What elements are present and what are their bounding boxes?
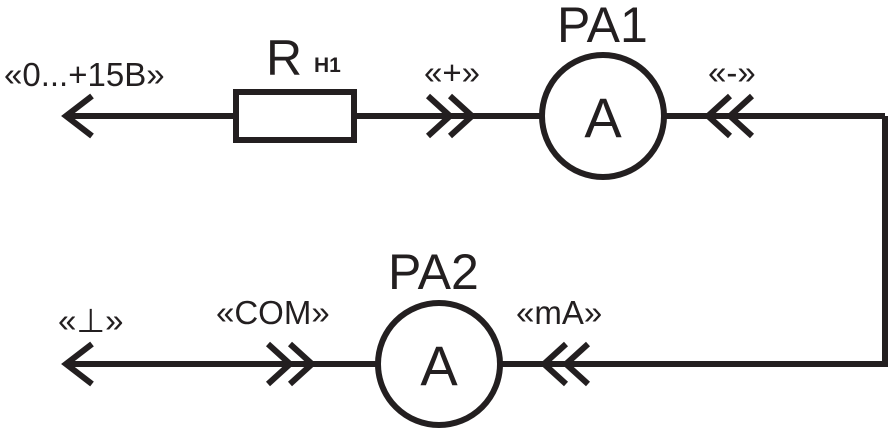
wire-right-loop [700,116,888,367]
resistor-rn1 [233,89,357,143]
label-pa2-symbol: A [420,334,458,397]
connector-com-inner [287,341,317,387]
connector-ma-outer [539,341,569,387]
connector-plus-outer [425,93,455,139]
label-resistor-sub: Н1 [314,54,341,77]
label-ma: «mA» [516,294,602,331]
label-com: «COM» [216,294,330,331]
label-ground: «⊥» [58,302,123,339]
connector-ma-inner [561,341,591,387]
label-pa1-symbol: A [584,86,622,149]
arrowhead-supply [61,93,94,139]
label-supply: «0...+15В» [4,56,165,93]
label-pa1: PA1 [557,0,648,53]
connector-minus-inner [725,93,755,139]
label-pa2: PA2 [388,244,479,300]
connector-minus-outer [703,93,733,139]
connector-com-outer [265,341,295,387]
connector-plus-inner [447,93,477,139]
arrowhead-ground [61,341,94,387]
label-minus: «-» [708,54,756,91]
label-plus: «+» [424,54,480,91]
label-resistor: R [266,30,302,86]
